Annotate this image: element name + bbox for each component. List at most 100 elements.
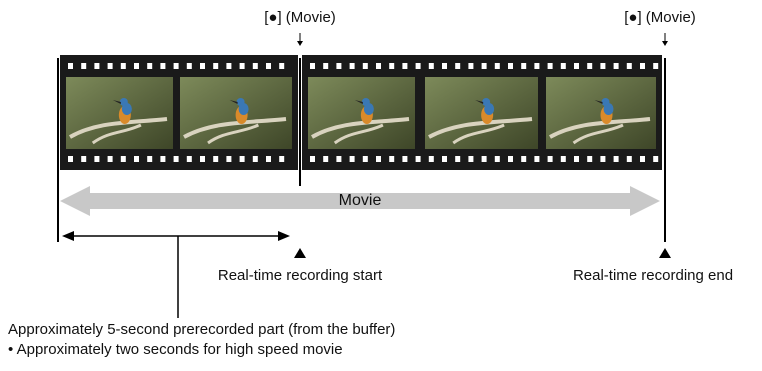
start-down-arrow — [297, 33, 303, 46]
end-caption: Real-time recording end — [572, 267, 734, 284]
film-frame — [66, 77, 173, 149]
sprocket-hole — [508, 63, 513, 69]
sprocket-hole — [481, 63, 487, 69]
start-caption: Real-time recording start — [217, 267, 383, 284]
film-frame — [180, 77, 292, 149]
sprocket-hole — [442, 63, 447, 69]
sprocket-hole — [107, 63, 113, 69]
sprocket-hole — [560, 156, 566, 162]
sprocket-hole — [213, 63, 219, 69]
film-frame — [308, 77, 415, 149]
sprocket-hole — [415, 156, 421, 162]
end-triangle — [659, 248, 671, 258]
sprocket-hole — [134, 156, 139, 162]
sprocket-hole — [415, 63, 421, 69]
sprocket-hole — [653, 156, 659, 162]
buffer-note-main: Approximately 5-second prerecorded part … — [8, 321, 396, 338]
sprocket-hole — [349, 63, 355, 69]
filmstrip-buffer-segment — [60, 55, 298, 170]
sprocket-hole — [455, 156, 461, 162]
buffer-span-arrow — [62, 231, 290, 318]
sprocket-hole — [640, 63, 645, 69]
sprocket-hole — [587, 63, 593, 69]
filmstrip-realtime-segment — [302, 55, 662, 170]
sprocket-hole — [349, 156, 355, 162]
sprocket-hole — [310, 63, 315, 69]
sprocket-hole — [521, 156, 527, 162]
sprocket-hole — [600, 156, 606, 162]
film-frame — [425, 77, 538, 149]
sprocket-hole — [279, 156, 285, 162]
buffer-note-bullet: • Approximately two seconds for high spe… — [8, 341, 343, 358]
sprocket-hole — [239, 63, 245, 69]
sprocket-hole — [94, 63, 100, 69]
sprocket-hole — [468, 156, 474, 162]
sprocket-hole — [226, 156, 232, 162]
sprocket-hole — [481, 156, 487, 162]
sprocket-hole — [468, 63, 474, 69]
sprocket-hole — [279, 63, 285, 69]
sprocket-hole — [186, 156, 192, 162]
sprocket-hole — [362, 63, 368, 69]
film-frame — [546, 77, 656, 149]
buffer-note: Approximately 5-second prerecorded part … — [8, 320, 395, 360]
sprocket-hole — [323, 156, 329, 162]
sprocket-hole — [600, 63, 606, 69]
sprocket-hole — [147, 63, 153, 69]
sprocket-hole — [587, 156, 593, 162]
movie-band-arrow — [60, 186, 660, 216]
sprocket-hole — [455, 63, 461, 69]
sprocket-hole — [200, 63, 205, 69]
end-marker-label: [●] (Movie) — [624, 9, 696, 26]
sprocket-hole — [613, 63, 619, 69]
sprocket-hole — [376, 63, 381, 69]
sprocket-hole — [81, 156, 87, 162]
sprocket-hole — [534, 156, 540, 162]
sprocket-hole — [160, 63, 166, 69]
sprocket-hole — [252, 156, 258, 162]
sprocket-hole — [147, 156, 153, 162]
sprocket-hole — [640, 156, 645, 162]
sprocket-hole — [94, 156, 100, 162]
sprocket-hole — [120, 156, 126, 162]
sprocket-hole — [428, 156, 434, 162]
sprocket-hole — [362, 156, 368, 162]
sprocket-hole — [81, 63, 87, 69]
sprocket-hole — [534, 63, 540, 69]
sprocket-hole — [653, 63, 659, 69]
sprocket-hole — [68, 156, 73, 162]
sprocket-hole — [336, 63, 342, 69]
sprocket-hole — [186, 63, 192, 69]
sprocket-hole — [626, 63, 632, 69]
sprocket-hole — [336, 156, 342, 162]
sprocket-hole — [160, 156, 166, 162]
start-triangle — [294, 248, 306, 258]
sprocket-hole — [402, 63, 408, 69]
sprocket-hole — [323, 63, 329, 69]
sprocket-hole — [213, 156, 219, 162]
sprocket-hole — [266, 156, 271, 162]
sprocket-hole — [239, 156, 245, 162]
sprocket-hole — [494, 63, 500, 69]
sprocket-hole — [508, 156, 513, 162]
sprocket-hole — [613, 156, 619, 162]
sprocket-hole — [310, 156, 315, 162]
sprocket-hole — [521, 63, 527, 69]
start-marker-label: [●] (Movie) — [264, 9, 336, 26]
sprocket-hole — [442, 156, 447, 162]
sprocket-hole — [547, 156, 553, 162]
movie-band-label: Movie — [338, 192, 382, 209]
sprocket-hole — [120, 63, 126, 69]
sprocket-hole — [574, 156, 579, 162]
sprocket-hole — [173, 63, 179, 69]
sprocket-hole — [547, 63, 553, 69]
sprocket-hole — [389, 63, 395, 69]
sprocket-hole — [402, 156, 408, 162]
sprocket-hole — [173, 156, 179, 162]
sprocket-hole — [428, 63, 434, 69]
sprocket-hole — [266, 63, 271, 69]
sprocket-hole — [68, 63, 73, 69]
sprocket-hole — [134, 63, 139, 69]
